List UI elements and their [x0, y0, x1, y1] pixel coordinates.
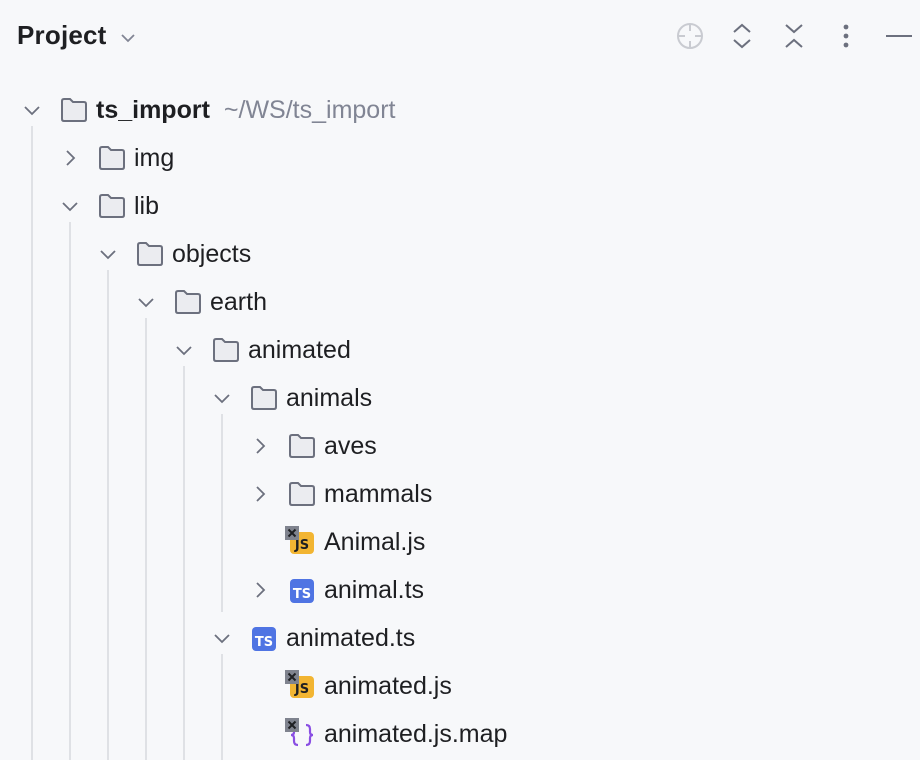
- chevron-down-icon[interactable]: [212, 388, 232, 408]
- locate-icon[interactable]: [672, 18, 708, 54]
- excluded-icon: [285, 670, 299, 684]
- collapse-all-icon[interactable]: [776, 18, 812, 54]
- tree-row-animals[interactable]: animals: [0, 374, 920, 422]
- folder-icon: [213, 338, 239, 362]
- chevron-down-icon[interactable]: [118, 28, 138, 48]
- tree-row-animal-ts[interactable]: TS animal.ts: [0, 566, 920, 614]
- tree-row-animal-js[interactable]: JS Animal.js: [0, 518, 920, 566]
- tree-label: aves: [324, 432, 377, 460]
- tree-label: animated.js.map: [324, 720, 508, 748]
- tree-row-animated[interactable]: animated: [0, 326, 920, 374]
- tree-row-animated-ts[interactable]: TS animated.ts: [0, 614, 920, 662]
- tree-label: Animal.js: [324, 528, 426, 556]
- tree-row-img[interactable]: img: [0, 134, 920, 182]
- ts-file-icon: TS: [290, 579, 314, 603]
- tree-row-lib[interactable]: lib: [0, 182, 920, 230]
- expand-all-icon[interactable]: [724, 18, 760, 54]
- chevron-down-icon[interactable]: [136, 292, 156, 312]
- ts-file-icon: TS: [252, 627, 276, 651]
- chevron-right-icon[interactable]: [250, 580, 270, 600]
- tree-row-earth[interactable]: earth: [0, 278, 920, 326]
- folder-icon: [175, 290, 201, 314]
- folder-icon: [137, 242, 163, 266]
- tree-label: animated: [248, 336, 351, 364]
- chevron-right-icon[interactable]: [250, 436, 270, 456]
- tree-guide-line: [145, 318, 147, 760]
- tree-row-animated-js-map[interactable]: animated.js.map: [0, 710, 920, 758]
- project-toolwindow-header: Project: [0, 0, 920, 74]
- tree-label: animated.js: [324, 672, 452, 700]
- tree-guide-line: [31, 126, 33, 760]
- folder-icon: [289, 434, 315, 458]
- tree-guide-line: [221, 654, 223, 760]
- tree-label: mammals: [324, 480, 433, 508]
- chevron-down-icon[interactable]: [174, 340, 194, 360]
- tree-label: img: [134, 144, 175, 172]
- excluded-icon: [285, 718, 299, 732]
- tree-label: animals: [286, 384, 373, 412]
- tree-guide-line: [221, 414, 223, 612]
- tree-row-root[interactable]: ts_import~/WS/ts_import: [0, 86, 920, 134]
- tree-guide-line: [107, 270, 109, 760]
- hide-icon[interactable]: [880, 18, 916, 54]
- chevron-down-icon[interactable]: [22, 100, 42, 120]
- tree-label: animated.ts: [286, 624, 416, 652]
- chevron-right-icon[interactable]: [250, 484, 270, 504]
- folder-icon: [99, 146, 125, 170]
- tree-label: ts_import~/WS/ts_import: [96, 96, 396, 124]
- more-options-icon[interactable]: [828, 18, 864, 54]
- tree-row-mammals[interactable]: mammals: [0, 470, 920, 518]
- excluded-icon: [285, 526, 299, 540]
- tree-label: animal.ts: [324, 576, 425, 604]
- chevron-down-icon[interactable]: [212, 628, 232, 648]
- toolwindow-title[interactable]: Project: [17, 20, 107, 50]
- folder-icon: [61, 98, 87, 122]
- folder-icon: [99, 194, 125, 218]
- tree-row-aves[interactable]: aves: [0, 422, 920, 470]
- tree-label: earth: [210, 288, 267, 316]
- tree-label: objects: [172, 240, 252, 268]
- chevron-down-icon[interactable]: [60, 196, 80, 216]
- tree-label: lib: [134, 192, 160, 220]
- chevron-down-icon[interactable]: [98, 244, 118, 264]
- folder-icon: [289, 482, 315, 506]
- tree-row-objects[interactable]: objects: [0, 230, 920, 278]
- folder-icon: [251, 386, 277, 410]
- chevron-right-icon[interactable]: [60, 148, 80, 168]
- root-path: ~/WS/ts_import: [223, 96, 396, 124]
- tree-guide-line: [183, 366, 185, 760]
- tree-row-animated-js[interactable]: JS animated.js: [0, 662, 920, 710]
- tree-guide-line: [69, 222, 71, 760]
